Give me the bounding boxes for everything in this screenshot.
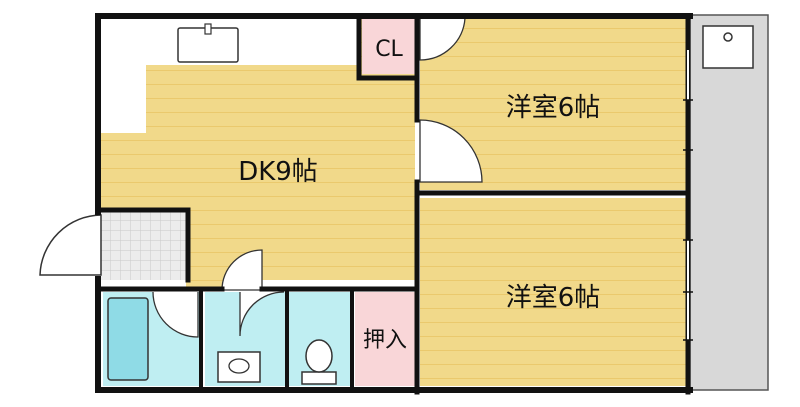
- sink-icon: [177, 23, 239, 63]
- entrance-door: [39, 214, 102, 276]
- entrance-tiles: [101, 212, 186, 280]
- washbasin-icon: [217, 351, 261, 383]
- oshiire-label: 押入: [363, 328, 407, 353]
- closet: [362, 18, 415, 74]
- toilet-icon: [301, 339, 337, 385]
- washroom-door: [239, 291, 285, 337]
- bathtub: [107, 297, 149, 381]
- western-room-upper-label: 洋室6帖: [506, 93, 601, 123]
- western-room-lower-label: 洋室6帖: [506, 283, 601, 313]
- closet-label: CL: [375, 37, 403, 62]
- dk-floor: [101, 18, 415, 290]
- balcony: [689, 14, 769, 391]
- window-ticks: [683, 99, 693, 341]
- dk-label: DK9帖: [238, 157, 318, 187]
- washing-machine-icon: [702, 25, 754, 69]
- oshiire: [355, 292, 415, 386]
- upper-room-door-b: [419, 119, 483, 183]
- dk-door-lower: [221, 249, 263, 291]
- walls: [95, 13, 693, 395]
- bathroom-door: [152, 291, 199, 338]
- western-room-lower-floor: [420, 198, 686, 386]
